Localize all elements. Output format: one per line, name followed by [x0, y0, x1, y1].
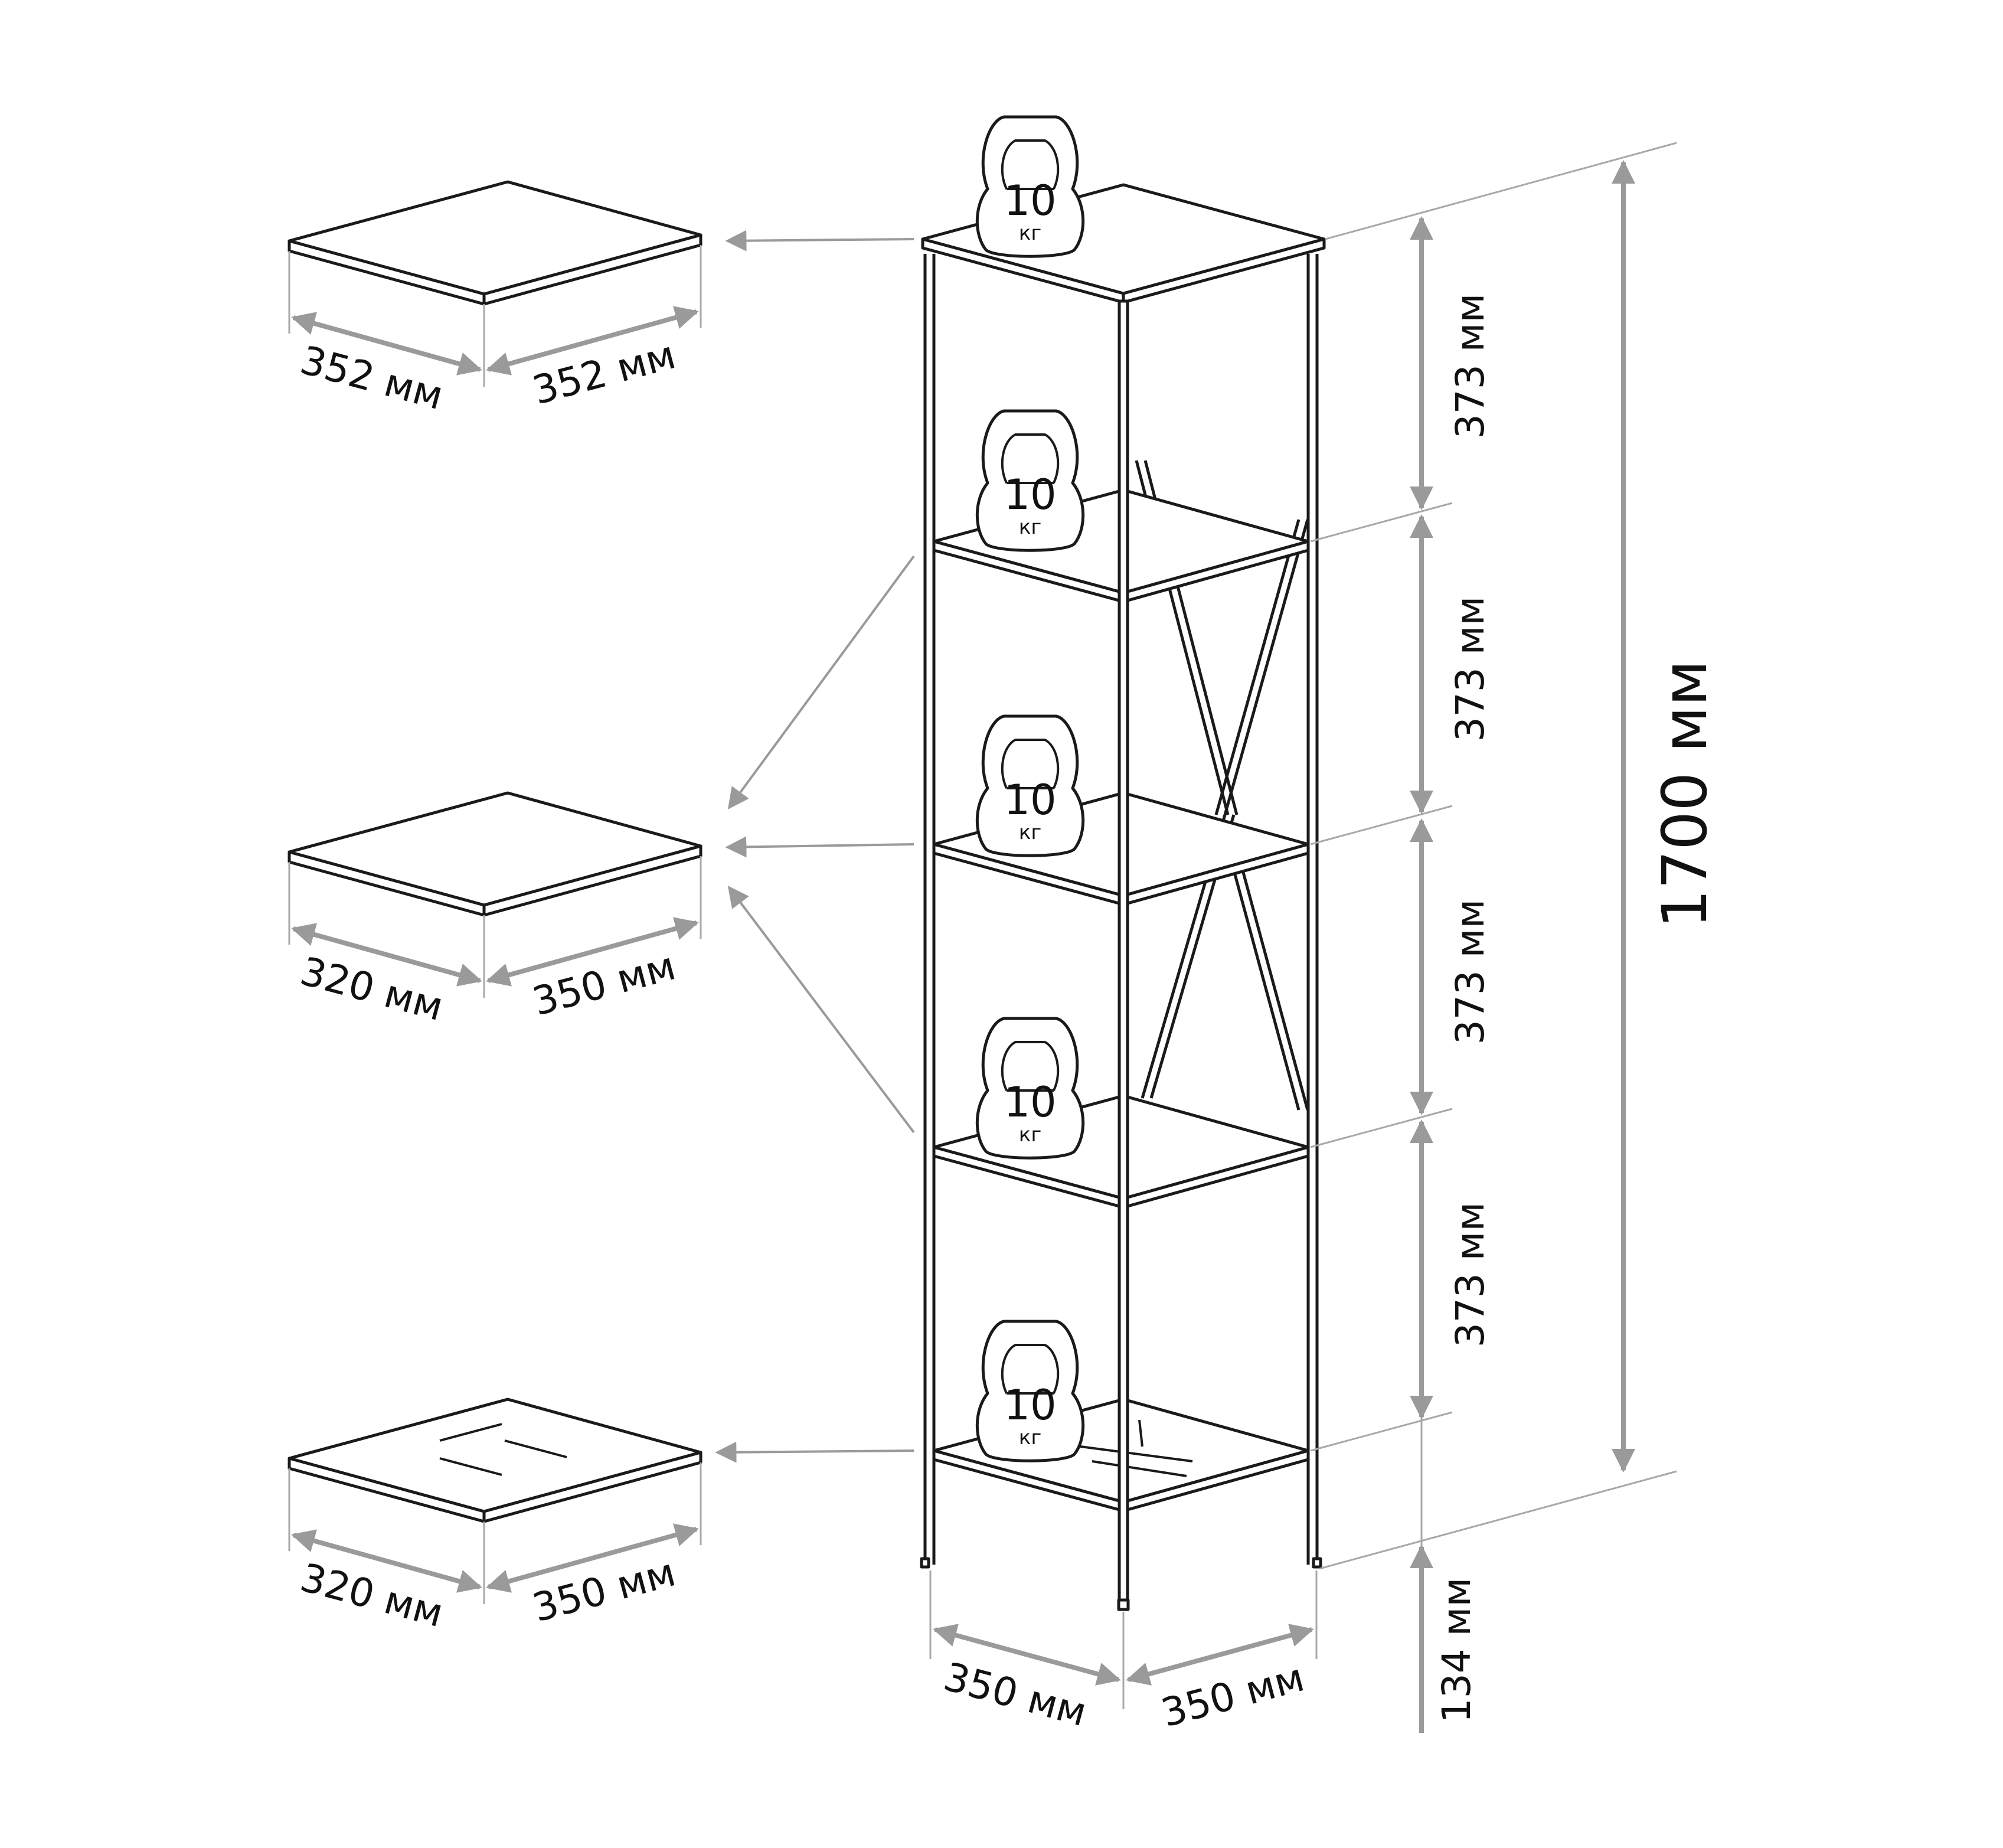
tier-2-height-label: 373 мм [1447, 596, 1493, 742]
middle-shelf-width-label: 320 мм [296, 948, 448, 1030]
top-shelf-depth-label: 352 мм [528, 332, 680, 413]
svg-text:кг: кг [1019, 221, 1041, 245]
top-shelf [287, 180, 702, 306]
bottom-shelf-depth-label: 350 мм [528, 1549, 680, 1631]
pointer-arrows [715, 230, 915, 1463]
tier-1-height-label: 373 мм [1447, 293, 1493, 439]
svg-text:10: 10 [1004, 776, 1056, 824]
tier-4-height-label: 373 мм [1447, 1202, 1493, 1348]
kettlebell-icon: 10 кг [977, 716, 1083, 856]
kettlebell-icon: 10 кг [977, 1018, 1083, 1158]
tier-3-height-label: 373 мм [1447, 899, 1493, 1045]
bottom-shelf-dimensions [288, 1462, 702, 1604]
kettlebell-icon: 10 кг [977, 411, 1083, 550]
svg-text:10: 10 [1004, 1381, 1056, 1429]
kettlebell-icon: 10 кг [977, 1321, 1083, 1461]
middle-shelf-dimensions [288, 856, 702, 998]
svg-text:кг: кг [1019, 1426, 1041, 1449]
svg-text:кг: кг [1019, 1123, 1041, 1147]
svg-text:10: 10 [1004, 1078, 1056, 1127]
middle-shelf-depth-label: 350 мм [528, 943, 680, 1024]
top-shelf-dimensions [288, 245, 702, 387]
svg-text:кг: кг [1019, 821, 1041, 844]
rack-frame [923, 254, 1319, 1565]
svg-text:10: 10 [1004, 177, 1056, 225]
kettlebell-icon: 10 кг [977, 117, 1083, 256]
bottom-shelf [287, 1398, 702, 1523]
middle-shelf [287, 791, 702, 917]
svg-text:10: 10 [1004, 471, 1056, 519]
leg-height-label: 134 мм [1434, 1578, 1479, 1723]
total-height-label: 1700 мм [1649, 660, 1721, 929]
rack-front-leg [920, 299, 1322, 1611]
bottom-shelf-width-label: 320 мм [296, 1555, 448, 1636]
svg-text:кг: кг [1019, 515, 1041, 539]
rack-base-dimensions [929, 1571, 1318, 1709]
top-shelf-width-label: 352 мм [296, 337, 448, 419]
